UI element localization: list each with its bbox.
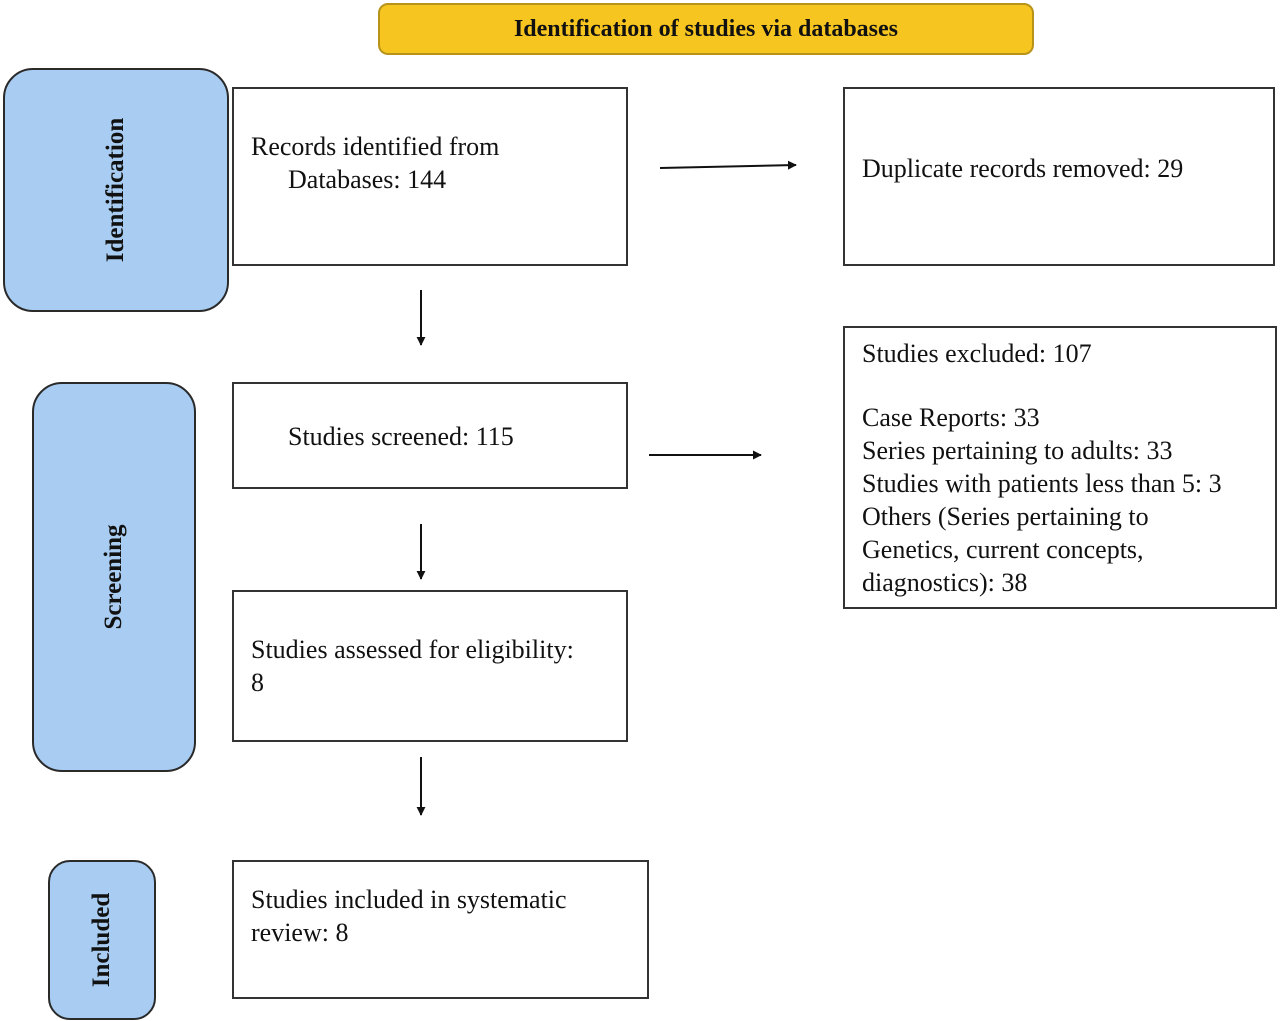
studies-excluded-title: Studies excluded: 107 [862, 339, 1092, 368]
phase-screening: Screening [32, 382, 196, 772]
included-review-box: Studies included in systematic review: 8 [232, 860, 649, 999]
included-review-line1: Studies included in systematic [251, 885, 567, 914]
studies-screened-box: Studies screened: 115 [232, 382, 628, 489]
duplicates-removed-box: Duplicate records removed: 29 [843, 87, 1275, 266]
header-title: Identification of studies via databases [513, 15, 899, 42]
assessed-eligibility-box: Studies assessed for eligibility: 8 [232, 590, 628, 742]
arrow-to-duplicates [659, 160, 797, 170]
excluded-item: Studies with patients less than 5: 3 [862, 469, 1222, 498]
excluded-item: Others (Series pertaining to [862, 502, 1149, 531]
included-review-line2: review: 8 [251, 918, 349, 947]
duplicates-removed-text: Duplicate records removed: 29 [862, 154, 1184, 183]
records-identified-line1: Records identified from [251, 132, 500, 161]
records-identified-box: Records identified from Databases: 144 [232, 87, 628, 266]
records-identified-line2: Databases: 144 [288, 165, 447, 194]
phase-included: Included [48, 860, 156, 1020]
excluded-item: Series pertaining to adults: 33 [862, 436, 1173, 465]
assessed-eligibility-line2: 8 [251, 668, 264, 697]
studies-excluded-box: Studies excluded: 107 Case Reports: 33 S… [843, 326, 1277, 609]
excluded-item: Case Reports: 33 [862, 403, 1040, 432]
excluded-item: diagnostics): 38 [862, 568, 1028, 597]
excluded-item: Genetics, current concepts, [862, 535, 1144, 564]
diagram-header: Identification of studies via databases [378, 3, 1034, 55]
assessed-eligibility-line1: Studies assessed for eligibility: [251, 635, 574, 664]
studies-screened-text: Studies screened: 115 [288, 422, 514, 451]
phase-identification: Identification [3, 68, 229, 312]
